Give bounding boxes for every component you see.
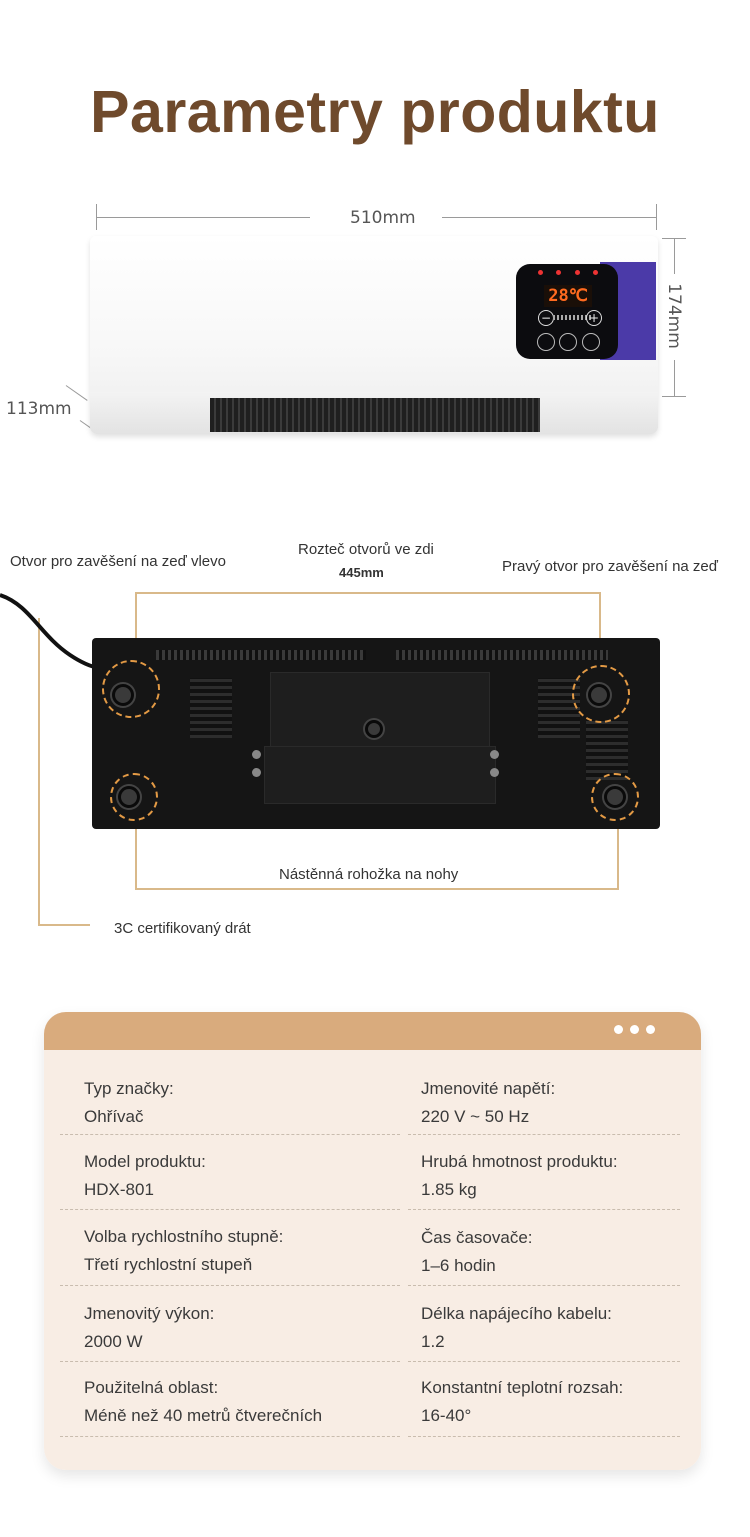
heater-air-outlet-grille — [210, 398, 540, 432]
center-housing — [270, 672, 490, 748]
plus-button-icon: + — [586, 310, 602, 326]
feet-bracket-bottom — [135, 888, 619, 890]
minus-button-icon: − — [538, 310, 554, 326]
spec-label: Typ značky: — [84, 1079, 174, 1098]
control-panel: 28℃ − + — [516, 264, 618, 359]
temperature-display: 28℃ — [544, 285, 592, 307]
indicator-led — [538, 270, 543, 275]
row-separator — [408, 1361, 680, 1362]
row-separator — [408, 1285, 680, 1286]
spacing-bracket-top — [135, 592, 601, 594]
height-dimension-line-top — [674, 238, 675, 274]
depth-dimension-label: 113mm — [6, 399, 72, 419]
spec-label: Jmenovitý výkon: — [84, 1304, 215, 1323]
spec-value: HDX-801 — [84, 1180, 154, 1199]
row-separator — [408, 1134, 680, 1135]
row-separator — [408, 1436, 680, 1437]
row-separator — [60, 1436, 400, 1437]
level-indicator — [553, 315, 591, 320]
spec-value: 2000 W — [84, 1332, 143, 1351]
spec-value: 16-40° — [421, 1406, 472, 1425]
spacing-bracket-left — [135, 592, 137, 662]
left-foot-highlight — [110, 773, 158, 821]
row-separator — [60, 1209, 400, 1210]
panel-button-icon — [537, 333, 555, 351]
left-hole-highlight — [102, 660, 160, 718]
side-vent — [190, 678, 232, 738]
top-vent — [156, 650, 366, 660]
spec-value: 220 V ~ 50 Hz — [421, 1107, 530, 1126]
panel-button-icon — [559, 333, 577, 351]
side-vent — [586, 720, 628, 780]
row-separator — [60, 1361, 400, 1362]
cable-label: 3C certifikovaný drát — [114, 920, 251, 937]
height-dimension-line-bottom — [674, 360, 675, 396]
indicator-leds — [538, 270, 598, 275]
spec-value: 1.85 kg — [421, 1180, 477, 1199]
spec-value: Ohřívač — [84, 1107, 144, 1126]
spec-card-header — [44, 1012, 701, 1050]
dot-icon — [646, 1025, 655, 1034]
spec-value: 1–6 hodin — [421, 1256, 496, 1275]
dot-icon — [614, 1025, 623, 1034]
height-dimension-label: 174mm — [664, 283, 684, 349]
feet-label: Nástěnná rohožka na nohy — [279, 866, 459, 883]
heater-back-panel — [92, 638, 660, 829]
row-separator — [60, 1134, 400, 1135]
spec-label: Jmenovité napětí: — [421, 1079, 556, 1098]
spec-label: Použitelná oblast: — [84, 1378, 219, 1397]
row-separator — [408, 1209, 680, 1210]
width-dimension-tick-right — [656, 204, 657, 230]
spec-label: Délka napájecího kabelu: — [421, 1304, 612, 1323]
panel-button-icon — [582, 333, 600, 351]
spec-label: Hrubá hmotnost produktu: — [421, 1152, 618, 1171]
feet-bracket-left — [135, 820, 137, 890]
cable-leader-horizontal — [38, 924, 90, 926]
feet-bracket-right — [617, 820, 619, 890]
right-hole-highlight — [572, 665, 630, 723]
indicator-led — [556, 270, 562, 275]
spec-value: Méně než 40 metrů čtverečních — [84, 1406, 323, 1425]
spec-label: Model produktu: — [84, 1152, 206, 1171]
right-foot-highlight — [591, 773, 639, 821]
spec-label: Volba rychlostního stupně: — [84, 1227, 284, 1246]
center-screw-hole — [365, 720, 383, 738]
width-dimension-line-left — [96, 217, 310, 218]
spec-label: Čas časovače: — [421, 1228, 533, 1247]
row-separator — [60, 1285, 400, 1286]
spec-value: Třetí rychlostní stupeň — [84, 1255, 253, 1274]
dot-icon — [630, 1025, 639, 1034]
spec-label: Konstantní teplotní rozsah: — [421, 1378, 624, 1397]
spec-card-body — [44, 1050, 701, 1470]
spec-value: 1.2 — [421, 1332, 445, 1351]
right-hole-label: Pravý otvor pro zavěšení na zeď — [502, 558, 718, 575]
screw — [252, 750, 261, 759]
top-vent — [396, 650, 608, 660]
indicator-led — [574, 270, 580, 275]
indicator-led — [592, 270, 598, 275]
header-dots — [614, 1025, 655, 1034]
height-dimension-tick-bottom — [662, 396, 686, 397]
lower-housing — [264, 746, 496, 804]
page-title: Parametry produktu — [90, 79, 660, 145]
cable-leader-vertical — [38, 618, 40, 926]
screw — [490, 750, 499, 759]
spacing-bracket-right — [599, 592, 601, 662]
hole-spacing-label: Rozteč otvorů ve zdi — [298, 541, 434, 558]
left-hole-label: Otvor pro zavěšení na zeď vlevo — [10, 553, 226, 570]
hole-spacing-value: 445mm — [339, 565, 384, 580]
screw — [252, 768, 261, 777]
width-dimension-label: 510mm — [350, 208, 416, 228]
screw — [490, 768, 499, 777]
width-dimension-line-right — [442, 217, 656, 218]
